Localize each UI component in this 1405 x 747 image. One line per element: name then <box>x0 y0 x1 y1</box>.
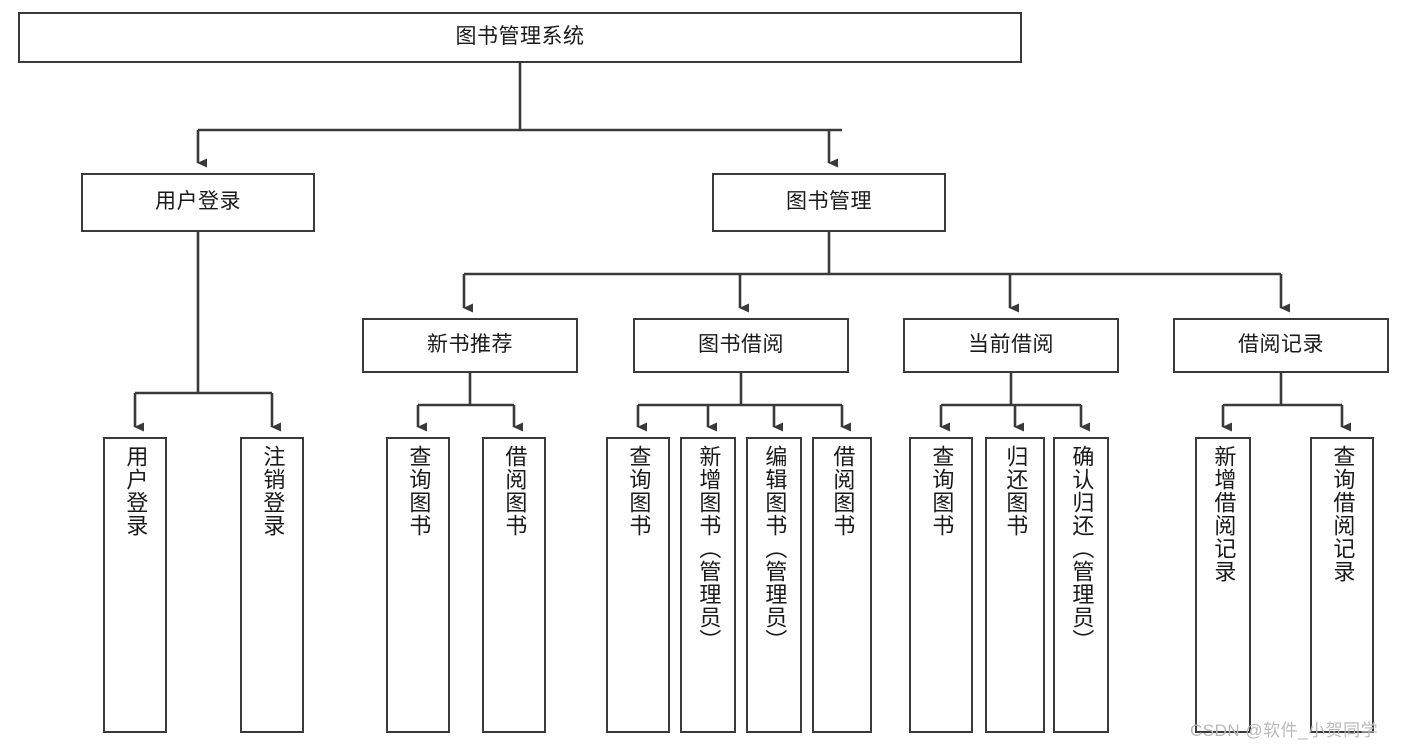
node-book-manage[interactable]: 图书管理 <box>712 173 946 232</box>
leaf-query-borrow-record[interactable]: 查询借阅记录 <box>1310 437 1374 733</box>
leaf-add-borrow-record-label: 新增借阅记录 <box>1211 445 1237 583</box>
node-book-manage-label: 图书管理 <box>786 190 872 214</box>
leaf-user-logout-label: 注销登录 <box>260 445 286 537</box>
leaf-user-logout[interactable]: 注销登录 <box>240 437 304 733</box>
leaf-add-borrow-record[interactable]: 新增借阅记录 <box>1195 437 1251 733</box>
leaf-query-book-3-label: 查询图书 <box>929 445 955 537</box>
leaf-add-book[interactable]: 新增图书（管理员） <box>680 437 736 733</box>
leaf-user-login-label: 用户登录 <box>123 445 149 537</box>
node-current-borrow-label: 当前借阅 <box>968 333 1054 357</box>
node-borrow-record-label: 借阅记录 <box>1238 333 1324 357</box>
node-user-login-label: 用户登录 <box>155 190 241 214</box>
leaf-borrow-book-1-label: 借阅图书 <box>502 445 528 537</box>
leaf-return-book[interactable]: 归还图书 <box>985 437 1045 733</box>
node-new-book-recommend-label: 新书推荐 <box>427 333 513 357</box>
leaf-query-borrow-record-label: 查询借阅记录 <box>1330 445 1356 583</box>
leaf-query-book-3[interactable]: 查询图书 <box>909 437 973 733</box>
node-borrow-record[interactable]: 借阅记录 <box>1173 318 1389 373</box>
leaf-query-book-2[interactable]: 查询图书 <box>606 437 670 733</box>
leaf-edit-book-label: 编辑图书（管理员） <box>762 445 788 652</box>
node-book-borrow-label: 图书借阅 <box>698 333 784 357</box>
leaf-borrow-book-2-label: 借阅图书 <box>830 445 856 537</box>
leaf-query-book-2-label: 查询图书 <box>626 445 652 537</box>
leaf-add-book-label: 新增图书（管理员） <box>696 445 722 652</box>
leaf-return-book-label: 归还图书 <box>1003 445 1029 537</box>
leaf-borrow-book-1[interactable]: 借阅图书 <box>482 437 546 733</box>
node-root[interactable]: 图书管理系统 <box>18 12 1022 63</box>
node-user-login[interactable]: 用户登录 <box>81 173 315 232</box>
node-current-borrow[interactable]: 当前借阅 <box>903 318 1119 373</box>
leaf-confirm-return[interactable]: 确认归还（管理员） <box>1053 437 1109 733</box>
leaf-query-book-1[interactable]: 查询图书 <box>386 437 450 733</box>
node-root-label: 图书管理系统 <box>455 25 585 49</box>
node-new-book-recommend[interactable]: 新书推荐 <box>362 318 578 373</box>
leaf-user-login[interactable]: 用户登录 <box>103 437 167 733</box>
leaf-borrow-book-2[interactable]: 借阅图书 <box>812 437 872 733</box>
leaf-confirm-return-label: 确认归还（管理员） <box>1069 445 1095 652</box>
node-book-borrow[interactable]: 图书借阅 <box>633 318 849 373</box>
leaf-query-book-1-label: 查询图书 <box>406 445 432 537</box>
leaf-edit-book[interactable]: 编辑图书（管理员） <box>746 437 802 733</box>
csdn-watermark: CSDN @软件_小贺同学 <box>1190 721 1379 740</box>
